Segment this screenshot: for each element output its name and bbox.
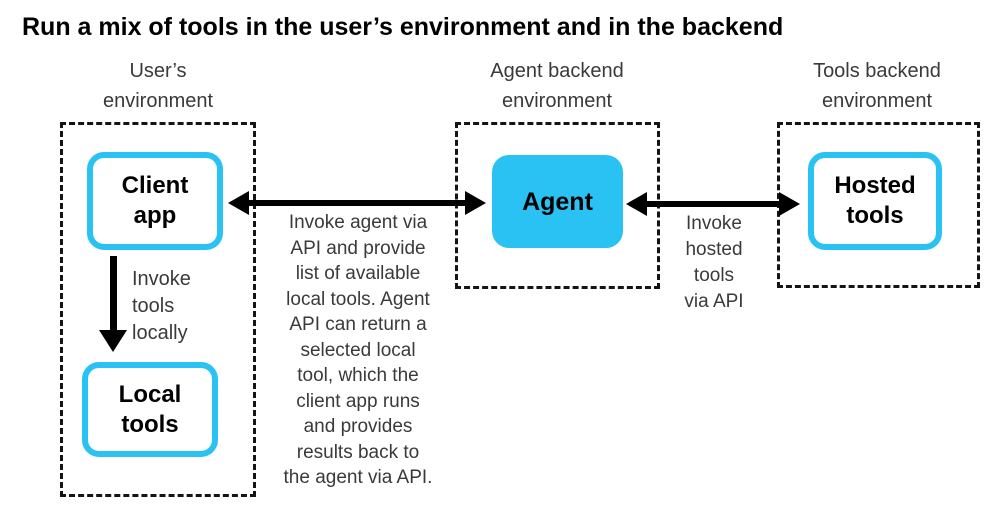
tools-environment-label: Tools backend environment (813, 60, 941, 112)
arrow-shaft (645, 201, 781, 207)
page-title: Run a mix of tools in the user’s environ… (22, 13, 784, 41)
client-agent-double-arrow-icon (228, 191, 486, 215)
user-environment-box (60, 122, 256, 497)
client-app-node: Client app (87, 152, 223, 250)
user-environment-label: User’s environment (102, 60, 214, 112)
arrow-head-right-icon (779, 192, 800, 216)
agent-hosted-double-arrow-icon (626, 192, 800, 216)
arrow-shaft (110, 256, 117, 332)
arrow-head-right-icon (465, 191, 486, 215)
local-tools-node: Local tools (82, 362, 218, 457)
arrow-head-left-icon (626, 192, 647, 216)
agent-environment-label: Agent backend environment (490, 60, 624, 112)
arrow-head-down-icon (99, 330, 127, 352)
agent-node: Agent (492, 155, 623, 248)
arrow-shaft (247, 200, 467, 206)
client-local-down-arrow-icon (99, 256, 127, 352)
invoke-tools-locally-label: Invoke tools locally (132, 268, 191, 344)
arrow-head-left-icon (228, 191, 249, 215)
hosted-tools-node: Hosted tools (808, 152, 942, 250)
invoke-hosted-tools-label: Invoke hosted tools via API (684, 213, 744, 312)
invoke-agent-api-description: Invoke agent via API and provide list of… (283, 212, 433, 488)
